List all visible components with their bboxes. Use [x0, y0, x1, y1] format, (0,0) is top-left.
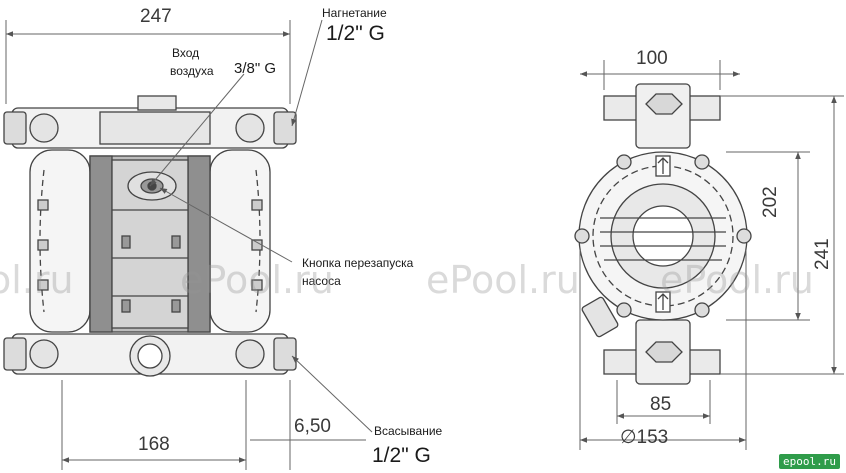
dimension-6-50: 6,50	[294, 416, 331, 437]
air-inlet-size: 3/8" G	[234, 60, 277, 77]
front-dimensions	[5, 19, 373, 470]
air-inlet-label-line2: воздуха	[170, 64, 214, 78]
watermark-4: ePool.ru	[660, 258, 814, 302]
suction-label: Всасывание	[374, 424, 443, 438]
epool-logo: epool.ru	[779, 454, 840, 469]
dimension-202: 202	[760, 186, 781, 218]
discharge-size: 1/2" G	[326, 22, 385, 45]
suction-size: 1/2" G	[372, 444, 431, 467]
dimension-168: 168	[138, 434, 170, 455]
dimension-153: ∅153	[620, 427, 669, 448]
air-inlet-label-line1: Вход	[172, 46, 200, 60]
watermark-1: ol.ru	[0, 258, 74, 302]
watermark-2: ePool.ru	[180, 258, 334, 302]
dimension-247: 247	[140, 6, 172, 27]
dimension-85: 85	[650, 394, 672, 415]
side-dimensions	[579, 60, 844, 450]
watermark-3: ePool.ru	[426, 258, 580, 302]
dimension-241: 241	[812, 238, 833, 270]
restart-button-label-line2: насоса	[302, 274, 341, 288]
front-view	[3, 95, 297, 377]
restart-button-label-line1: Кнопка перезапуска	[302, 256, 414, 270]
dimension-100: 100	[636, 48, 668, 69]
discharge-label: Нагнетание	[322, 6, 387, 20]
side-view	[574, 83, 752, 385]
